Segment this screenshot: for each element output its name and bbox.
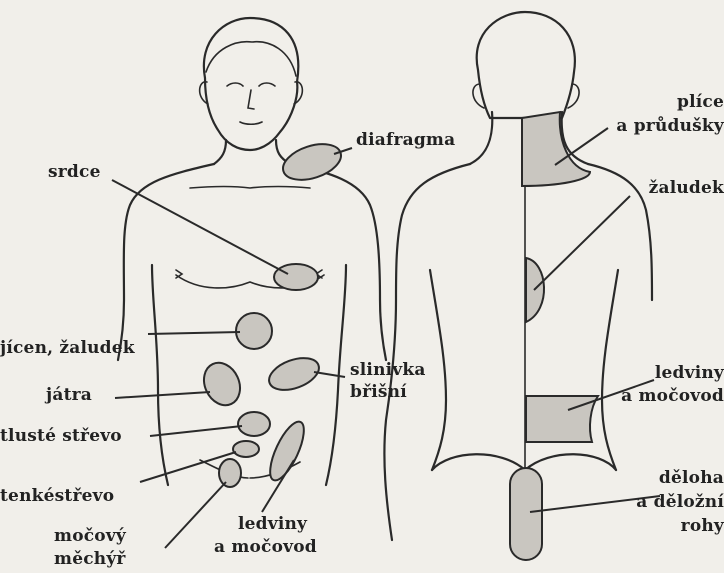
leader-tluste <box>150 426 242 436</box>
label-mocovy-2: měchýř <box>54 549 126 569</box>
front-right-shoulder-arm <box>290 164 386 360</box>
label-jicen-zaludek: jícen, žaludek <box>0 338 135 358</box>
label-jatra: játra <box>46 385 92 405</box>
label-plice-1: plíce <box>650 92 724 112</box>
zone-tluste-strevo <box>238 412 270 436</box>
front-left-nipple <box>176 270 182 278</box>
label-plice-2: a průdušky <box>594 116 724 136</box>
leader-zaludek-back <box>534 196 630 290</box>
front-left-eye <box>227 83 243 86</box>
zone-srdce <box>274 264 318 290</box>
zone-mocovy-mechyr <box>219 459 241 487</box>
leader-srdce <box>112 180 288 274</box>
zone-diafragma <box>279 138 346 187</box>
label-srdce: srdce <box>48 162 101 182</box>
zone-deloha-back <box>510 468 542 560</box>
label-deloha-2: a děložní <box>620 492 724 512</box>
label-deloha-1: děloha <box>640 468 724 488</box>
label-ledviny-front-2: a močovod <box>214 537 317 557</box>
leader-jicen <box>148 332 240 334</box>
label-zaludek-back: žaludek <box>620 178 724 198</box>
label-slinivka-1: slinivka <box>350 360 426 380</box>
front-collarbone <box>190 187 310 189</box>
back-neck-left <box>470 112 492 164</box>
back-left-torso <box>430 270 446 470</box>
label-deloha-3: rohy <box>660 516 724 536</box>
front-head-outline <box>204 18 298 150</box>
front-mouth <box>240 122 262 124</box>
label-mocovy-1: močový <box>54 526 126 546</box>
label-tluste-strevo: tlusté střevo <box>0 426 122 446</box>
label-ledviny-back-2: a močovod <box>610 386 724 406</box>
front-neck-left <box>214 140 226 164</box>
back-left-shoulder-arm <box>384 164 470 540</box>
front-figure <box>112 18 386 548</box>
zone-tenke-strevo <box>233 441 259 457</box>
leader-jatra <box>115 392 210 398</box>
front-left-shoulder-arm <box>118 164 214 360</box>
front-left-torso <box>152 265 168 485</box>
front-nose <box>248 90 254 109</box>
back-head-outline <box>477 12 575 118</box>
back-figure <box>384 12 660 560</box>
zone-slinivka <box>265 352 323 396</box>
label-tenke-strevo: tenkéstřevo <box>0 486 114 506</box>
zone-jicen-zaludek <box>236 313 272 349</box>
label-ledviny-back-1: ledviny <box>640 363 724 383</box>
front-right-eye <box>259 83 275 86</box>
zone-jatra <box>197 357 246 411</box>
label-ledviny-front-1: ledviny <box>238 514 307 534</box>
front-hair-line <box>206 42 296 76</box>
leader-slinivka <box>314 372 345 377</box>
zone-plice-prudusky <box>522 112 590 186</box>
label-slinivka-2: břišní <box>350 382 407 402</box>
label-diafragma: diafragma <box>356 130 455 150</box>
back-right-torso <box>602 270 618 470</box>
zone-ledviny-front <box>264 417 311 484</box>
